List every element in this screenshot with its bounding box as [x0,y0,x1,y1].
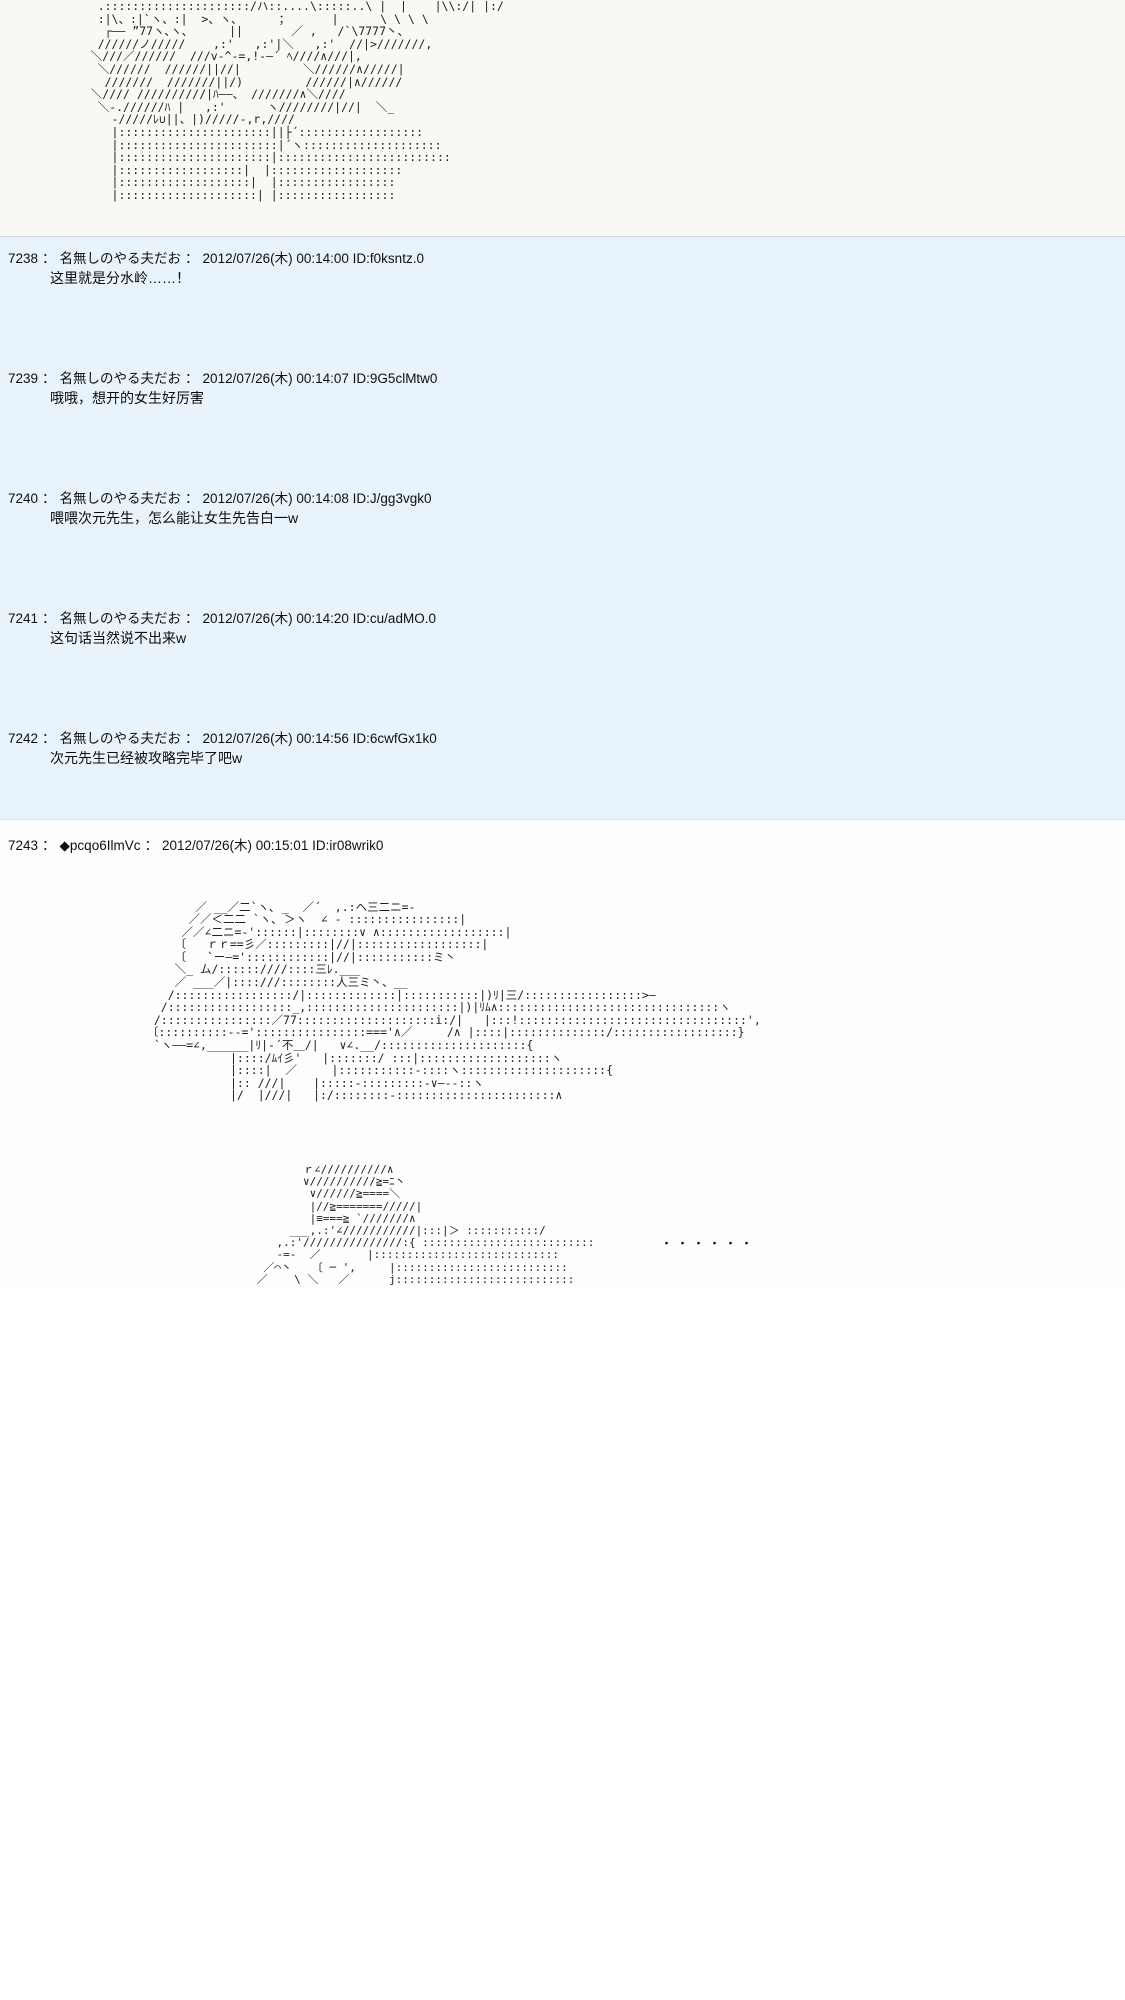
post-id: ID:6cwfGx1k0 [352,730,437,746]
post-gap [0,533,1125,597]
header-separator: ： [42,837,56,853]
post-author: 名無しのやる夫だお [59,490,182,506]
post-author: 名無しのやる夫だお [59,370,182,386]
post-date: 2012/07/26(木) 00:14:08 [202,490,349,506]
post-date: 2012/07/26(木) 00:14:56 [202,730,349,746]
post-id: ID:cu/adMO.0 [352,610,436,626]
post-gap [0,773,1125,819]
post-id: ID:ir08wrik0 [312,837,384,853]
post-number[interactable]: 7240 [8,490,39,506]
aa-post-section-top: .:::::::::::::::::::::/ハ::....\:::::..\ … [0,0,1125,236]
post-body: 喂喂次元先生，怎么能让女生先告白一w [50,509,299,526]
post-7242[interactable]: 7242：名無しのやる夫だお：2012/07/26(木) 00:14:56 ID… [0,717,1125,773]
post-date: 2012/07/26(木) 00:14:00 [202,250,349,266]
ascii-art-7243-first: ／ __／二`ヽ､ _ ／´ ,.:ヘ三二ニ=- ／／＜二二 `ヽ､ ＞ヽ ∠ … [146,899,761,1103]
ascii-art-top: .:::::::::::::::::::::/ハ::....\:::::..\ … [90,0,504,202]
post-number[interactable]: 7238 [8,250,39,266]
thread-container: .:::::::::::::::::::::/ハ::....\:::::..\ … [0,0,1125,1287]
thread-page: .:::::::::::::::::::::/ハ::....\:::::..\ … [0,0,1125,1287]
post-author: 名無しのやる夫だお [59,610,182,626]
post-date: 2012/07/26(木) 00:15:01 [161,837,309,853]
post-body: 这句话当然说不出来w [50,629,187,646]
post-id: ID:f0ksntz.0 [352,250,424,266]
header-separator: ： [42,730,56,746]
post-author: 名無しのやる夫だお [59,730,182,746]
header-separator: ： [42,250,56,266]
post-header: 7238：名無しのやる夫だお：2012/07/26(木) 00:14:00 ID… [8,249,1125,268]
post-header: 7240：名無しのやる夫だお：2012/07/26(木) 00:14:08 ID… [8,489,1125,508]
post-body: 次元先生已经被攻略完毕了吧w [50,749,243,766]
header-separator: ： [185,610,199,626]
post-author-tripcode: ◆pcqo6IlmVc [59,837,141,853]
header-separator: ： [185,250,199,266]
post-number[interactable]: 7239 [8,370,39,386]
aa-post-section-7243: 7243：◆pcqo6IlmVc：2012/07/26(木) 00:15:01 … [0,819,1125,1287]
header-separator: ： [185,490,199,506]
post-author: 名無しのやる夫だお [59,250,182,266]
post-id: ID:9G5clMtw0 [352,370,438,386]
post-7241[interactable]: 7241：名無しのやる夫だお：2012/07/26(木) 00:14:20 ID… [0,597,1125,653]
post-date: 2012/07/26(木) 00:14:20 [202,610,349,626]
post-7243[interactable]: 7243：◆pcqo6IlmVc：2012/07/26(木) 00:15:01 … [0,820,1125,855]
post-header: 7243：◆pcqo6IlmVc：2012/07/26(木) 00:15:01 … [8,836,1125,855]
post-body: 这里就是分水岭……！ [50,269,190,286]
post-id: ID:J/gg3vgk0 [352,490,432,506]
comment-posts-section: 7238：名無しのやる夫だお：2012/07/26(木) 00:14:00 ID… [0,236,1125,819]
post-header: 7241：名無しのやる夫だお：2012/07/26(木) 00:14:20 ID… [8,609,1125,628]
section-divider [0,235,1125,237]
post-number[interactable]: 7241 [8,610,39,626]
post-gap [0,293,1125,357]
post-body: 哦哦，想开的女生好厉害 [50,389,204,406]
ellipsis-dots: ・・・・・・ [660,1237,757,1252]
post-number[interactable]: 7242 [8,730,39,746]
section-divider [0,818,1125,820]
post-7240[interactable]: 7240：名無しのやる夫だお：2012/07/26(木) 00:14:08 ID… [0,477,1125,533]
post-7238[interactable]: 7238：名無しのやる夫だお：2012/07/26(木) 00:14:00 ID… [0,237,1125,293]
post-header: 7239：名無しのやる夫だお：2012/07/26(木) 00:14:07 ID… [8,369,1125,388]
post-gap [0,653,1125,717]
header-separator: ： [42,610,56,626]
header-separator: ： [185,730,199,746]
post-date: 2012/07/26(木) 00:14:07 [202,370,349,386]
header-separator: ： [42,370,56,386]
header-separator: ： [144,837,158,853]
post-number[interactable]: 7243 [8,837,39,853]
post-header: 7242：名無しのやる夫だお：2012/07/26(木) 00:14:56 ID… [8,729,1125,748]
post-7239[interactable]: 7239：名無しのやる夫だお：2012/07/26(木) 00:14:07 ID… [0,357,1125,413]
header-separator: ： [42,490,56,506]
ascii-art-7243-second: ｒ∠//////////∧ ∨//////////≧=ﾆ丶 ∨//////≧==… [256,1163,595,1286]
header-separator: ： [185,370,199,386]
post-gap [0,413,1125,477]
